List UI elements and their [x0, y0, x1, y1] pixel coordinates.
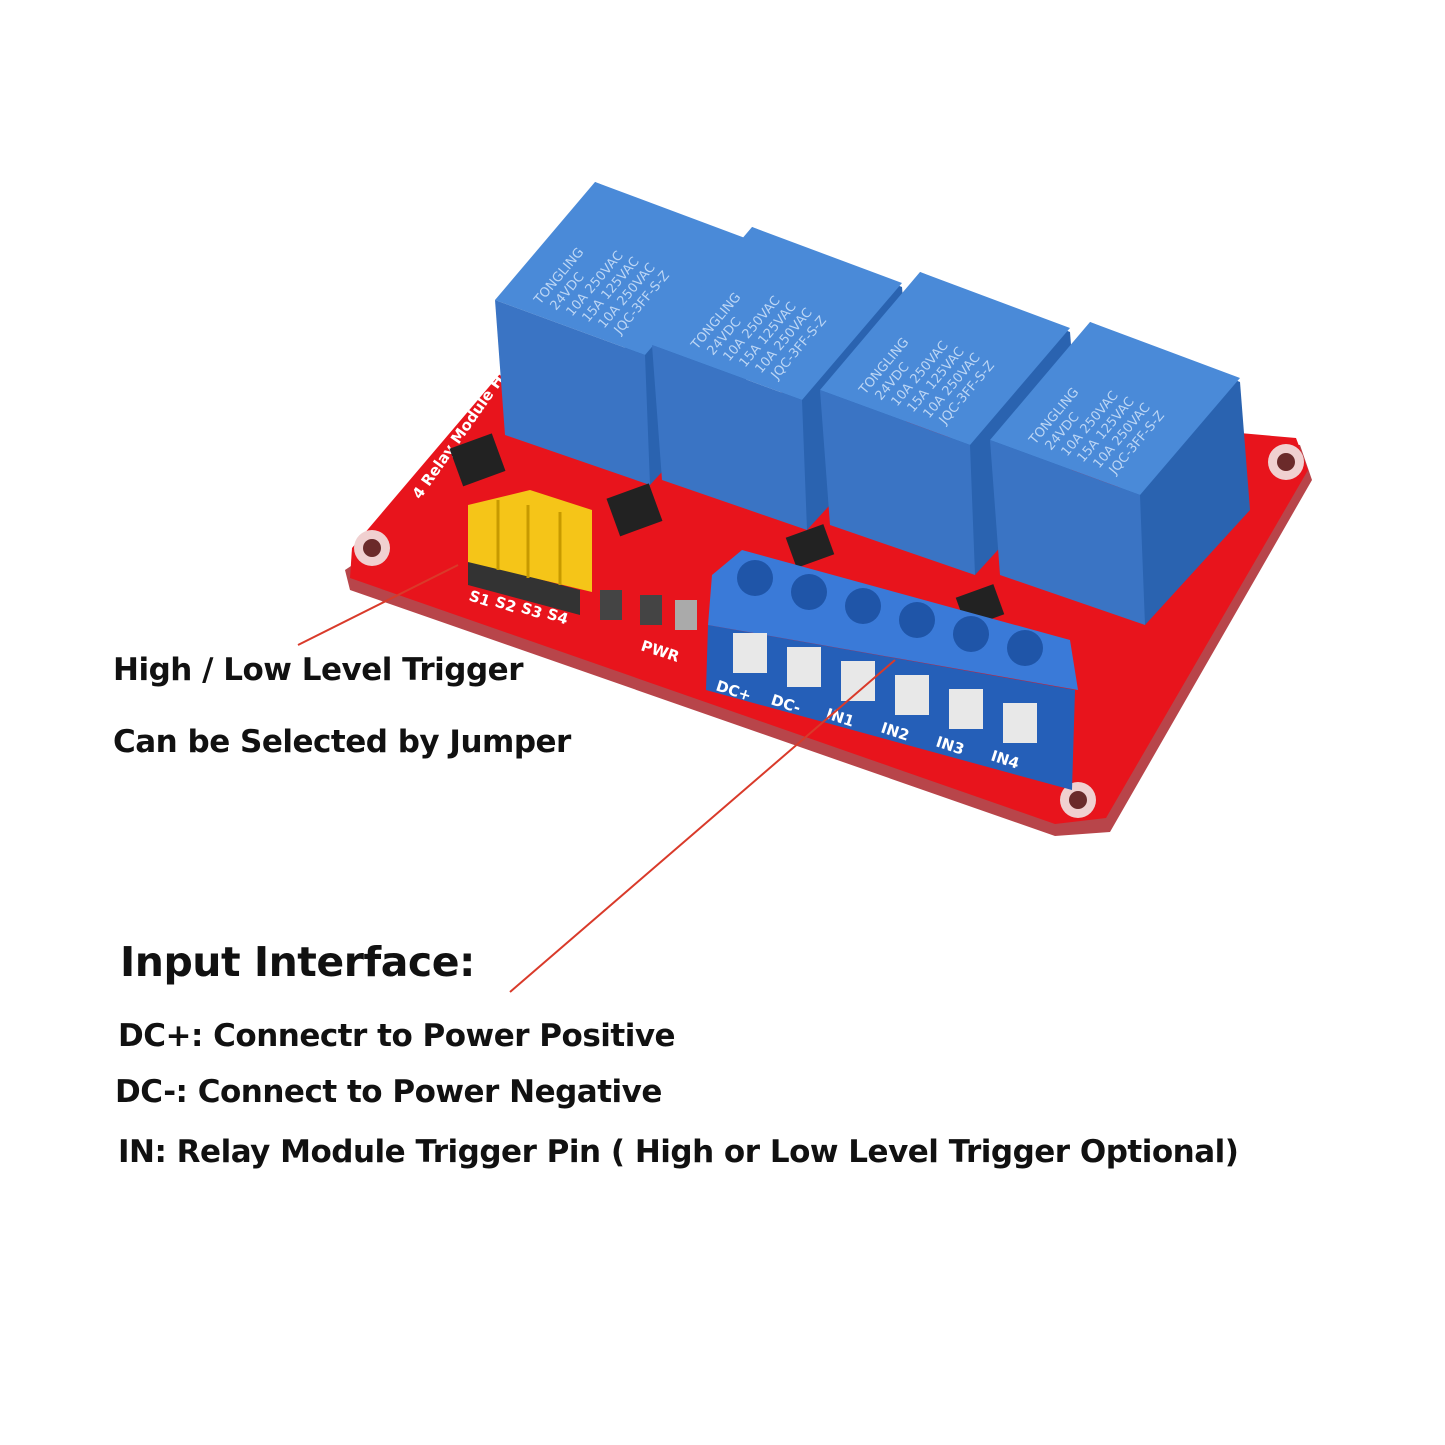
terminal-clamp — [1003, 703, 1037, 743]
terminal-screw-hole — [845, 588, 881, 624]
terminal-clamp — [787, 647, 821, 687]
terminal-screw-hole — [791, 574, 827, 610]
terminal-clamp — [949, 689, 983, 729]
components — [449, 433, 1005, 630]
jumper-label: S1 — [467, 587, 493, 611]
terminal-screw-hole — [899, 602, 935, 638]
input-interface-title: Input Interface: — [120, 938, 475, 986]
jumper-callout-line2: Can be Selected by Jumper — [113, 724, 571, 760]
jumper-callout-line1: High / Low Level Trigger — [113, 652, 524, 688]
jumper-callout-line — [297, 564, 459, 646]
input-item-in: IN: Relay Module Trigger Pin ( High or L… — [118, 1134, 1239, 1170]
input-item-dc-minus: DC-: Connect to Power Negative — [115, 1074, 662, 1110]
input-item-dc-plus: DC+: Connectr to Power Positive — [118, 1018, 676, 1054]
terminal-clamp — [733, 633, 767, 673]
terminal-clamp — [895, 675, 929, 715]
jumper-label: S2 — [493, 593, 519, 617]
terminal-screw-hole — [953, 616, 989, 652]
terminal-screw-hole — [1007, 630, 1043, 666]
terminal-screw-hole — [737, 560, 773, 596]
input-callout-line — [509, 659, 896, 993]
jumper-label: S3 — [519, 599, 545, 623]
jumper-label: S4 — [545, 605, 571, 629]
